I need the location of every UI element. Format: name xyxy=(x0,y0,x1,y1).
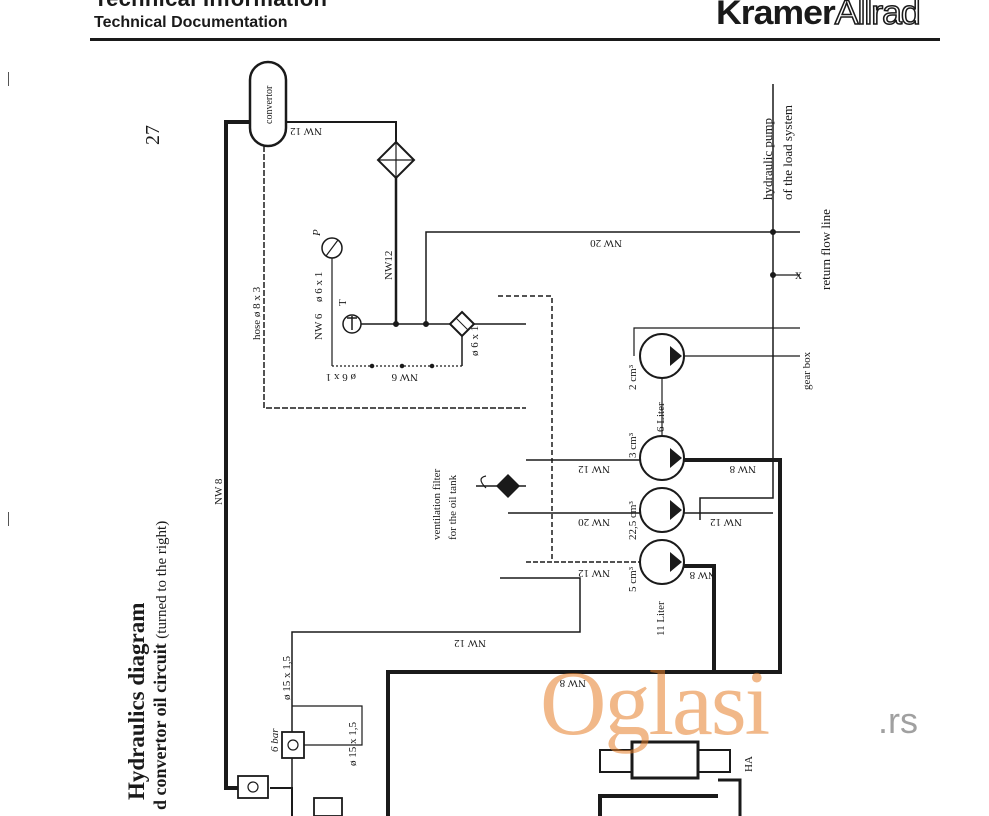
line-hose xyxy=(263,146,526,409)
line-valve-link xyxy=(292,705,363,746)
label-ventilation-2: for the oil tank xyxy=(447,474,459,540)
label-load-system: of the load system xyxy=(780,105,795,200)
label-p-symbol: P xyxy=(311,229,323,237)
return-x-mark: x xyxy=(795,268,802,283)
label-p1-volume: 6 Liter xyxy=(655,402,667,432)
label-nw8-left: NW 8 xyxy=(213,478,225,505)
label-d6x1-filter: ø 6 x 1 xyxy=(469,326,481,356)
label-6bar: 6 bar xyxy=(269,728,281,752)
watermark-logo: Oglasi xyxy=(540,652,770,754)
label-nw8-right: NW 8 xyxy=(729,463,756,475)
line-p3-down xyxy=(291,577,581,816)
label-ha: HA xyxy=(743,756,755,772)
check-valve-main xyxy=(237,775,269,799)
line-nw8-main xyxy=(224,120,250,790)
label-nw8-bottom: NW 8 xyxy=(689,569,716,581)
label-p1-displacement: 3 cm³ xyxy=(627,432,639,458)
line-bottom-right xyxy=(270,787,293,816)
document-title: Technical Information xyxy=(94,0,327,12)
line-suction-dashed xyxy=(498,295,553,560)
brand-logo: KramerAllrad xyxy=(716,0,922,33)
label-d15-b: ø 15 x 1,5 xyxy=(347,722,359,767)
label-nw12-top: NW 12 xyxy=(290,125,322,137)
watermark-suffix: .rs xyxy=(878,700,918,741)
header-rule xyxy=(90,38,940,41)
label-t-symbol: T xyxy=(337,299,349,306)
junction-dot xyxy=(393,321,399,327)
line-gearbox-left xyxy=(633,327,800,356)
line-p1-right xyxy=(386,458,782,816)
label-convertor: convertor xyxy=(264,85,275,124)
label-hydraulic-pump: hydraulic pump xyxy=(760,118,775,200)
label-nw12-mid: NW 12 xyxy=(454,637,486,649)
label-nw8-lower: NW 8 xyxy=(559,677,586,689)
line-cylinder xyxy=(598,794,718,816)
label-p3-volume: 11 Liter xyxy=(655,601,667,636)
label-nw6-horizontal: NW 6 xyxy=(391,371,418,383)
document-subtitle: Technical Documentation xyxy=(94,14,288,31)
label-d6x1-vertical: ø 6 x 1 xyxy=(313,272,325,302)
label-gear-box: gear box xyxy=(801,351,813,390)
label-ventilation-1: ventilation filter xyxy=(431,468,443,540)
label-return-flow: return flow line xyxy=(818,209,833,290)
scan-mark xyxy=(8,512,9,526)
label-p3-displacement: 5 cm³ xyxy=(627,566,639,592)
label-nw20-p2: NW 20 xyxy=(578,516,610,528)
line-nw20-top xyxy=(425,231,800,324)
label-nw20-top: NW 20 xyxy=(590,237,622,249)
line-p3-right xyxy=(684,564,716,672)
check-valve-bottom xyxy=(313,797,343,816)
ventilation-filter-symbol xyxy=(476,474,526,498)
pump-2 xyxy=(639,487,685,533)
line-nw12-top xyxy=(286,121,397,145)
label-p4-displacement: 2 cm³ xyxy=(627,364,639,390)
label-d15-a: ø 15 x 1,5 xyxy=(281,656,293,701)
label-p2-displacement: 22,5 cm³ xyxy=(627,501,639,540)
scan-mark xyxy=(8,72,9,86)
label-nw6-vertical: NW 6 xyxy=(313,313,325,340)
label-nw12-vertical: NW12 xyxy=(383,251,395,280)
label-nw12-p3: NW 12 xyxy=(578,463,610,475)
label-nw12-right: NW 12 xyxy=(710,516,742,528)
label-nw12-p1: NW 12 xyxy=(578,567,610,579)
label-hose: hose ø 8 x 3 xyxy=(251,286,263,340)
line-return-vertical xyxy=(699,84,774,520)
label-d6x1-horizontal: ø 6 x 1 xyxy=(326,371,356,383)
cooler-symbol xyxy=(376,140,416,180)
check-valve-6bar xyxy=(281,731,305,759)
convertor xyxy=(248,60,288,148)
